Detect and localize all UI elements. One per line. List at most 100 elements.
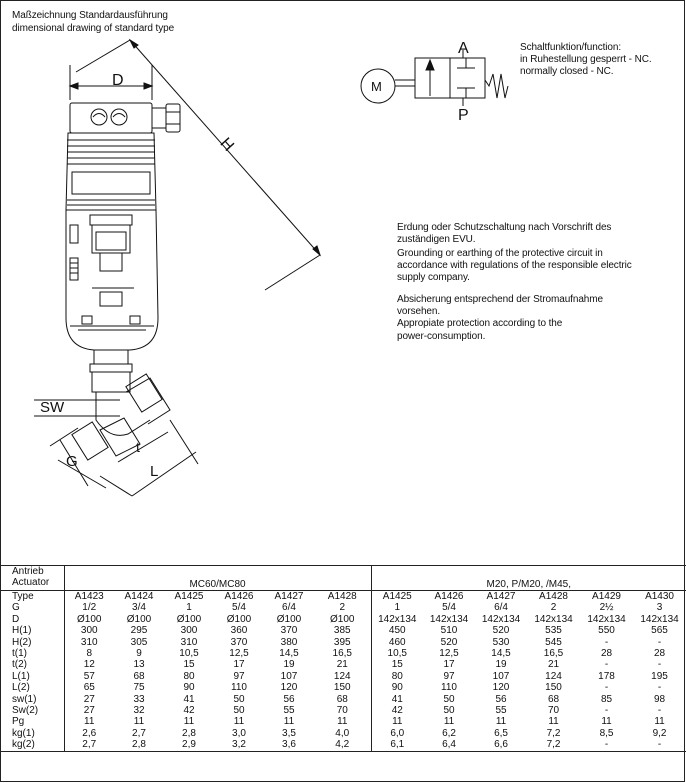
table-cell: 385 bbox=[333, 625, 351, 637]
dimension-l: t L bbox=[99, 419, 199, 497]
table-cell: 124 bbox=[333, 670, 351, 682]
table-cell: 27 bbox=[83, 693, 95, 705]
row-label: kg(1) bbox=[0, 727, 65, 740]
table-cell: 11 bbox=[370, 716, 424, 728]
table-cell: 80 bbox=[370, 670, 424, 683]
earthing-line: Grounding or earthing of the protective … bbox=[397, 248, 603, 259]
row-label: t(2) bbox=[0, 659, 65, 671]
table-cell: 42 bbox=[183, 705, 195, 717]
group-m20-header: M20, P/M20, /M45, bbox=[370, 565, 686, 591]
table-cell: 120 bbox=[492, 682, 510, 694]
table-cell: A1427 bbox=[486, 591, 516, 602]
table-cell: 178 bbox=[598, 670, 615, 682]
table-cell: 97 bbox=[233, 670, 245, 682]
table-cell: - bbox=[604, 705, 609, 717]
table-cell: 12,5 bbox=[439, 648, 459, 660]
table-cell: 6,2 bbox=[442, 727, 456, 739]
table-cell: 56 bbox=[283, 693, 295, 705]
table-cell: 395 bbox=[333, 636, 351, 648]
table-cell: 68 bbox=[547, 693, 560, 705]
table-cell: 150 bbox=[333, 682, 351, 694]
dimension-g: G bbox=[49, 427, 107, 489]
actuator-header: Antrieb Actuator bbox=[0, 565, 65, 591]
table-cell: 460 bbox=[370, 636, 424, 649]
table-cell: 6,5 bbox=[494, 727, 508, 739]
table-cell: A1429 bbox=[592, 591, 621, 602]
table-cell: 19 bbox=[495, 659, 507, 671]
table-cell: 97 bbox=[443, 670, 455, 682]
table-cell: - bbox=[604, 659, 609, 671]
table-cell: 450 bbox=[370, 625, 424, 637]
table-cell: 8,5 bbox=[599, 727, 614, 739]
table-cell: 85 bbox=[600, 693, 613, 705]
table-cell: 2,6 bbox=[82, 727, 97, 739]
table-cell: 6,4 bbox=[423, 739, 476, 752]
table-cell: 360 bbox=[230, 625, 248, 637]
table-cell: 41 bbox=[370, 693, 424, 706]
table-cell: 107 bbox=[492, 670, 510, 682]
fusing-line: Appropiate protection according to the bbox=[397, 318, 563, 329]
row-label: Sw(2) bbox=[0, 705, 65, 717]
actuator-header-de: Antrieb bbox=[12, 566, 44, 577]
table-cell: 12,5 bbox=[229, 648, 249, 660]
table-cell: 110 bbox=[231, 682, 247, 694]
fusing-line: Absicherung entsprechend der Stromaufnah… bbox=[397, 294, 603, 305]
table-cell: 50 bbox=[443, 693, 455, 705]
table-cell: 11 bbox=[548, 716, 559, 728]
table-cell: 2,9 bbox=[164, 739, 214, 752]
table-cell: 68 bbox=[133, 670, 145, 682]
table-cell: 6,0 bbox=[370, 727, 424, 740]
table-cell: - bbox=[604, 636, 609, 648]
table-cell: A1428 bbox=[327, 591, 357, 602]
table-cell: 3 bbox=[656, 602, 663, 614]
table-cell: 68 bbox=[336, 693, 348, 705]
table-cell: Ø100 bbox=[226, 613, 252, 625]
table-cell: 15 bbox=[183, 659, 195, 671]
row-label: H(2) bbox=[0, 636, 65, 649]
table-cell: 50 bbox=[233, 693, 245, 705]
table-cell: 120 bbox=[280, 682, 298, 694]
actuator-housing bbox=[65, 102, 181, 365]
port-a-label: A bbox=[458, 40, 469, 57]
table-cell: - bbox=[657, 682, 662, 694]
table-cell: Ø100 bbox=[330, 613, 355, 625]
table-cell: 5/4 bbox=[232, 602, 246, 614]
table-cell: 19 bbox=[283, 659, 295, 671]
motor-letter: M bbox=[371, 79, 382, 94]
table-cell: 2½ bbox=[599, 602, 614, 614]
table-cell: Ø100 bbox=[77, 613, 102, 625]
table-cell: 17 bbox=[233, 659, 245, 671]
dim-label-t: t bbox=[136, 439, 140, 455]
valve-body bbox=[71, 363, 171, 461]
table-group-row: Antrieb Actuator MC60/MC80 M20, P/M20, /… bbox=[0, 565, 686, 591]
table-cell: 16,5 bbox=[543, 648, 564, 660]
table-cell: 565 bbox=[651, 625, 668, 637]
fusing-line: power-consumption. bbox=[397, 331, 486, 342]
table-cell: 370 bbox=[280, 625, 298, 637]
table-cell: 310 bbox=[180, 636, 198, 648]
table-cell: 7,2 bbox=[546, 727, 561, 739]
table-cell: A1425 bbox=[174, 591, 204, 602]
table-cell: 75 bbox=[133, 682, 145, 694]
table-cell: 10,5 bbox=[370, 648, 424, 660]
earthing-line: supply company. bbox=[397, 272, 470, 283]
table-cell: 142x134 bbox=[481, 613, 521, 625]
table-cell: 11 bbox=[495, 716, 507, 728]
actuator-header-en: Actuator bbox=[12, 577, 50, 588]
table-cell: 545 bbox=[545, 636, 562, 648]
valve-function-symbol: M A P bbox=[360, 40, 509, 124]
table-cell: 16,5 bbox=[332, 648, 352, 660]
table-cell: 11 bbox=[654, 716, 665, 728]
table-cell: 380 bbox=[280, 636, 298, 648]
table-cell: 110 bbox=[441, 682, 457, 694]
table-cell: 3,6 bbox=[264, 739, 314, 752]
table-cell: 520 bbox=[440, 636, 458, 648]
table-cell: 11 bbox=[337, 716, 348, 728]
table-cell: 2 bbox=[339, 602, 346, 614]
